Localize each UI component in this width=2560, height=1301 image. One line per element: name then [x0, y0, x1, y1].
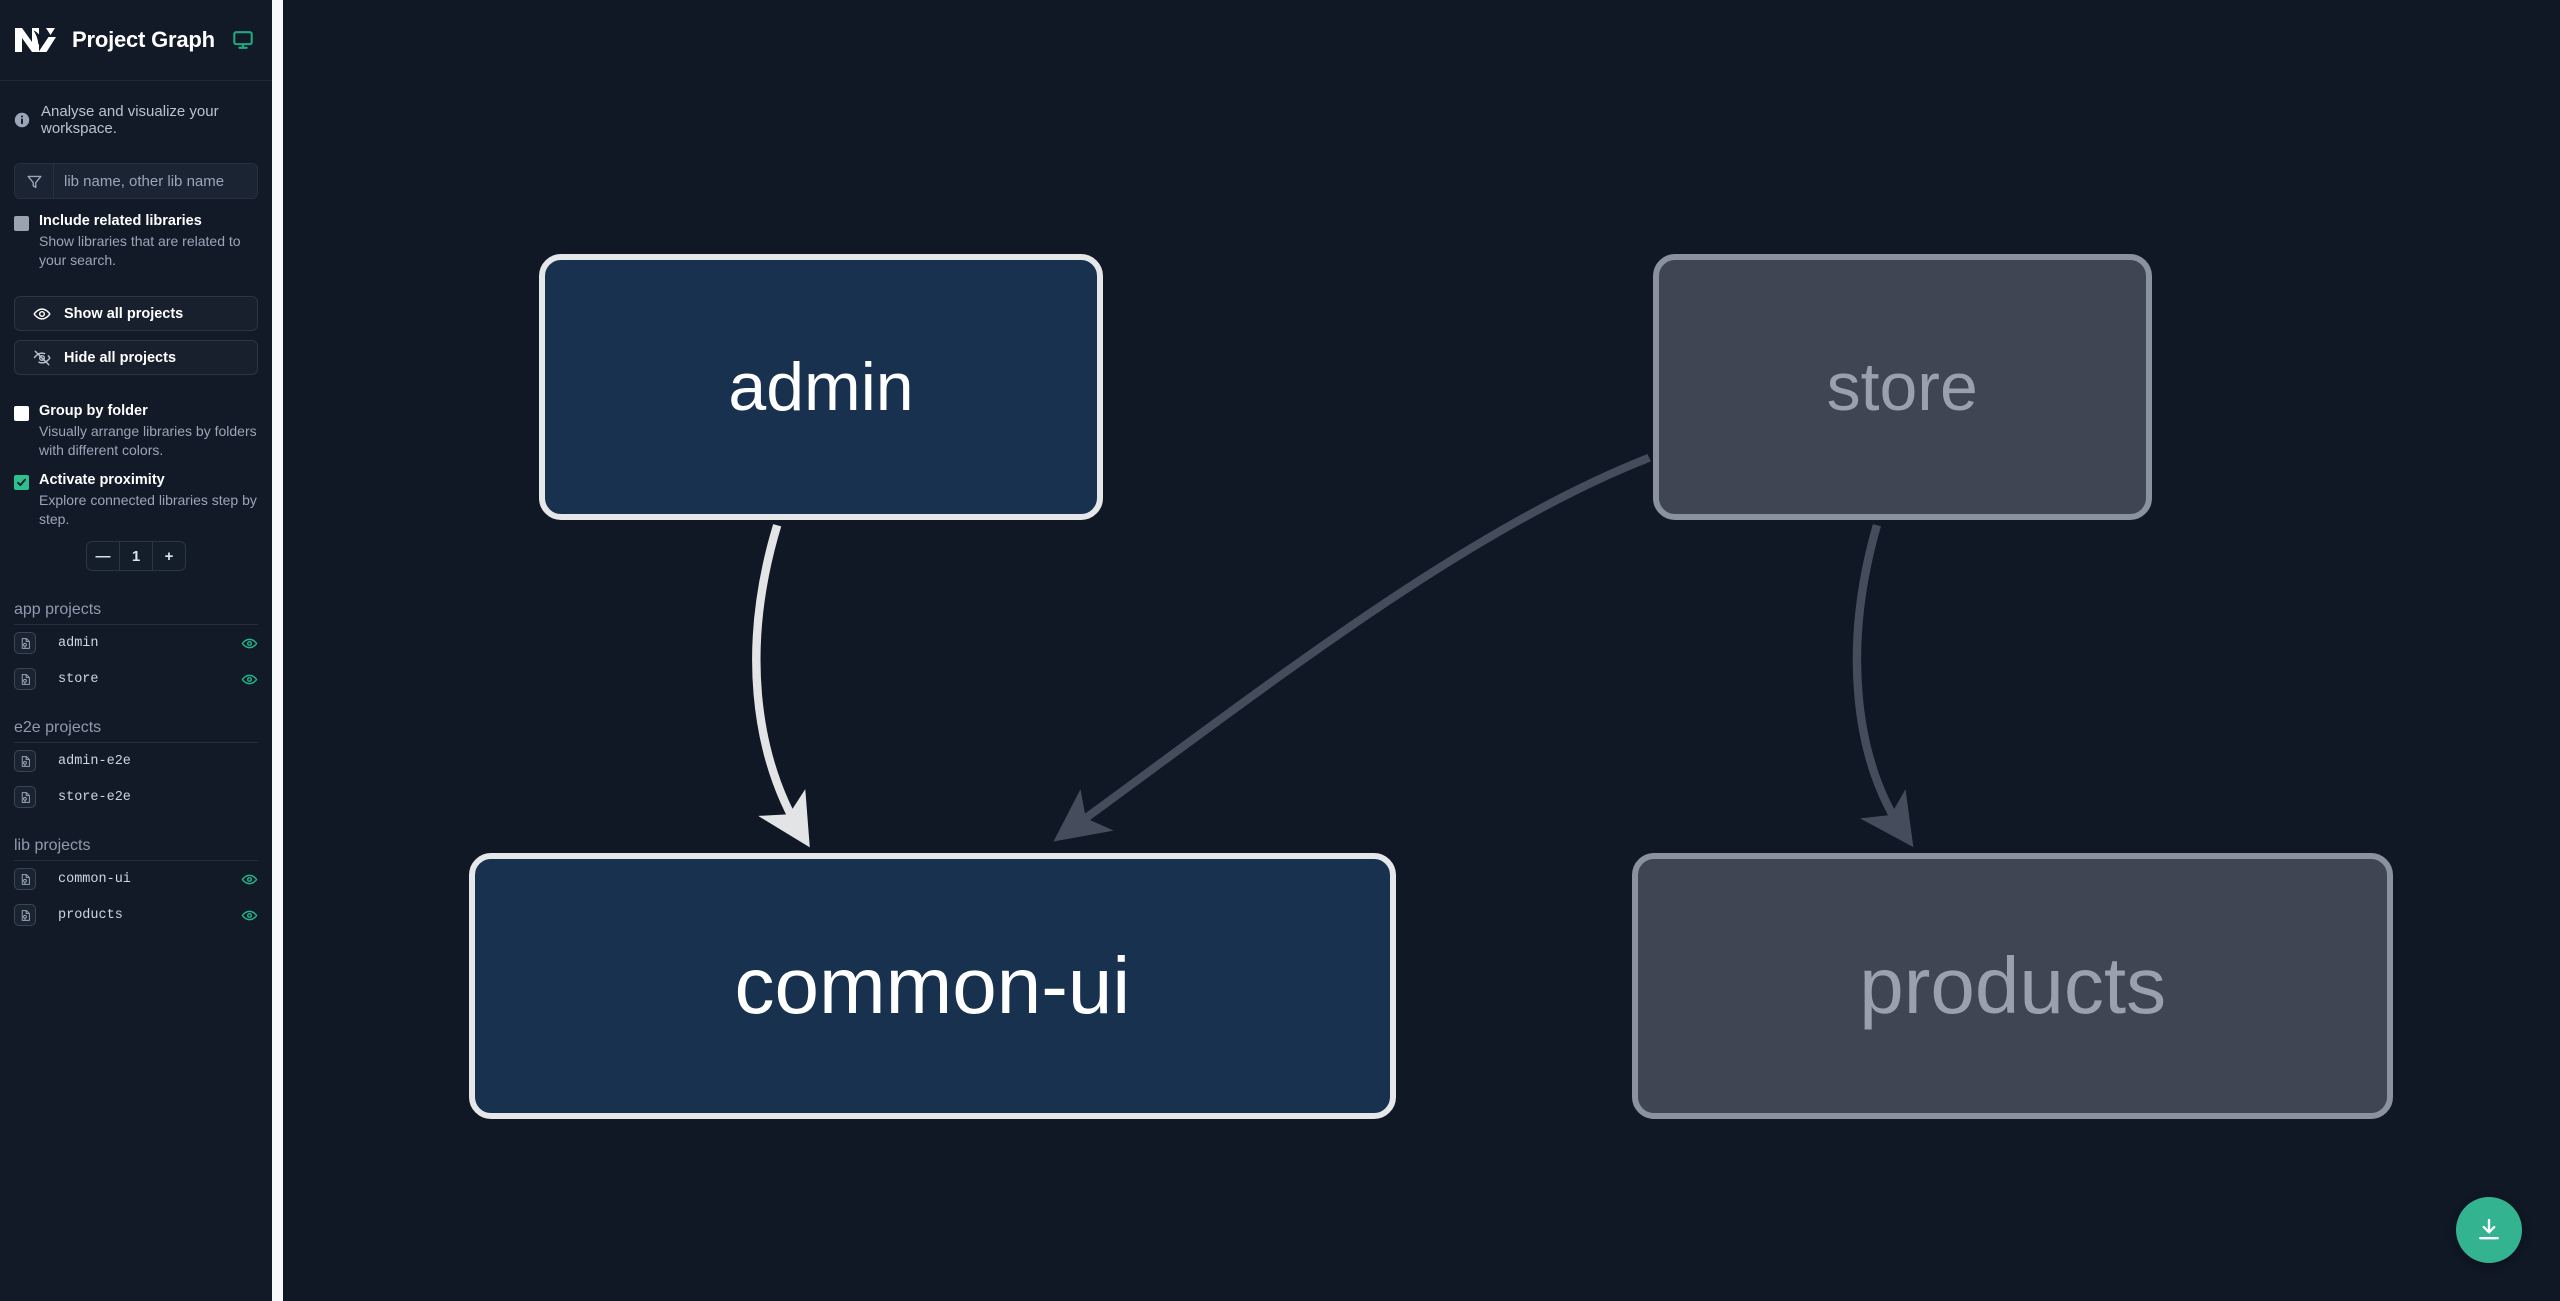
project-name: common-ui	[58, 871, 131, 887]
project-section: lib projects common-ui products	[0, 837, 272, 933]
eye-icon[interactable]	[241, 871, 258, 888]
graph-node-admin[interactable]: admin	[539, 253, 1103, 521]
activate-proximity-description: Explore connected libraries step by step…	[39, 492, 257, 527]
project-name: admin	[58, 635, 99, 651]
graph-canvas[interactable]: admin store common-ui products	[283, 0, 2560, 1301]
group-by-folder-description: Visually arrange libraries by folders wi…	[39, 423, 257, 458]
group-by-folder-option[interactable]: Group by folder Visually arrange librari…	[0, 389, 272, 460]
project-name: store	[58, 671, 99, 687]
monitor-icon[interactable]	[232, 29, 254, 51]
graph-node-products[interactable]: products	[1632, 852, 2393, 1120]
eye-icon[interactable]	[241, 907, 258, 924]
info-icon	[14, 112, 30, 128]
project-list-item[interactable]: admin	[14, 625, 258, 661]
sidebar-divider	[272, 0, 283, 1301]
graph-edges	[752, 454, 1914, 848]
project-section: app projects admin store	[0, 601, 272, 697]
graph-node-store[interactable]: store	[1652, 253, 2152, 521]
show-all-projects-label: Show all projects	[64, 305, 184, 322]
project-list-item[interactable]: common-ui	[14, 861, 258, 897]
search-input[interactable]	[54, 164, 257, 198]
page-title: Project Graph	[72, 27, 215, 52]
project-file-icon	[14, 904, 36, 926]
hide-all-projects-button[interactable]: Hide all projects	[14, 340, 258, 375]
proximity-decrement-button[interactable]: —	[95, 547, 111, 565]
eye-icon	[33, 305, 51, 323]
eye-off-icon	[33, 349, 51, 367]
include-related-label: Include related libraries	[39, 213, 202, 229]
group-by-folder-checkbox[interactable]	[14, 406, 29, 421]
project-name: products	[58, 907, 123, 923]
project-file-icon	[14, 632, 36, 654]
project-file-icon	[14, 668, 36, 690]
proximity-increment-button[interactable]: +	[164, 547, 174, 565]
edge-store-to-products	[1852, 524, 1914, 848]
show-all-projects-button[interactable]: Show all projects	[14, 296, 258, 331]
include-related-checkbox[interactable]	[14, 216, 29, 231]
proximity-stepper[interactable]: — 1 +	[86, 541, 186, 571]
proximity-value: 1	[131, 547, 141, 565]
tagline: Analyse and visualize your workspace.	[0, 81, 272, 137]
project-name: store-e2e	[58, 789, 131, 805]
project-list-item[interactable]: store	[14, 661, 258, 697]
eye-icon[interactable]	[241, 671, 258, 688]
stepper-divider	[119, 542, 120, 570]
nx-logo-icon	[14, 24, 56, 56]
edge-store-to-common-ui	[1053, 454, 1651, 842]
group-by-folder-label: Group by folder	[39, 403, 148, 419]
project-file-icon	[14, 750, 36, 772]
eye-icon[interactable]	[241, 635, 258, 652]
project-list-item[interactable]: products	[14, 897, 258, 933]
activate-proximity-label: Activate proximity	[39, 472, 165, 488]
include-related-libraries-option[interactable]: Include related libraries Show libraries…	[0, 199, 272, 270]
graph-node-common-ui[interactable]: common-ui	[468, 852, 1397, 1120]
project-visibility-placeholder	[241, 789, 258, 806]
graph-node-label: products	[1859, 941, 2167, 1031]
project-section-heading: e2e projects	[14, 719, 258, 743]
graph-node-label: admin	[728, 349, 914, 426]
sidebar: Project Graph Analyse and visualize your…	[0, 0, 272, 1301]
include-related-description: Show libraries that are related to your …	[39, 233, 241, 268]
project-file-icon	[14, 868, 36, 890]
filter-funnel-icon[interactable]	[15, 164, 54, 198]
project-list-item[interactable]: store-e2e	[14, 779, 258, 815]
download-graph-button[interactable]	[2456, 1197, 2522, 1263]
download-icon	[2479, 1218, 2499, 1240]
activate-proximity-option[interactable]: Activate proximity Explore connected lib…	[0, 460, 272, 529]
project-section-heading: lib projects	[14, 837, 258, 861]
tagline-text: Analyse and visualize your workspace.	[41, 103, 219, 137]
search-field-wrapper[interactable]	[14, 163, 258, 199]
stepper-divider	[152, 542, 153, 570]
graph-node-label: common-ui	[734, 941, 1131, 1031]
project-list-item[interactable]: admin-e2e	[14, 743, 258, 779]
activate-proximity-checkbox[interactable]	[14, 475, 29, 490]
project-visibility-placeholder	[241, 753, 258, 770]
project-section-heading: app projects	[14, 601, 258, 625]
hide-all-projects-label: Hide all projects	[64, 349, 177, 366]
project-name: admin-e2e	[58, 753, 131, 769]
project-section: e2e projects admin-e2e store-e2e	[0, 719, 272, 815]
project-sections: app projects admin store e2e projects admin-…	[0, 571, 272, 933]
graph-node-label: store	[1826, 349, 1978, 426]
edge-admin-to-common-ui	[752, 524, 810, 848]
sidebar-header: Project Graph	[0, 0, 272, 81]
project-file-icon	[14, 786, 36, 808]
